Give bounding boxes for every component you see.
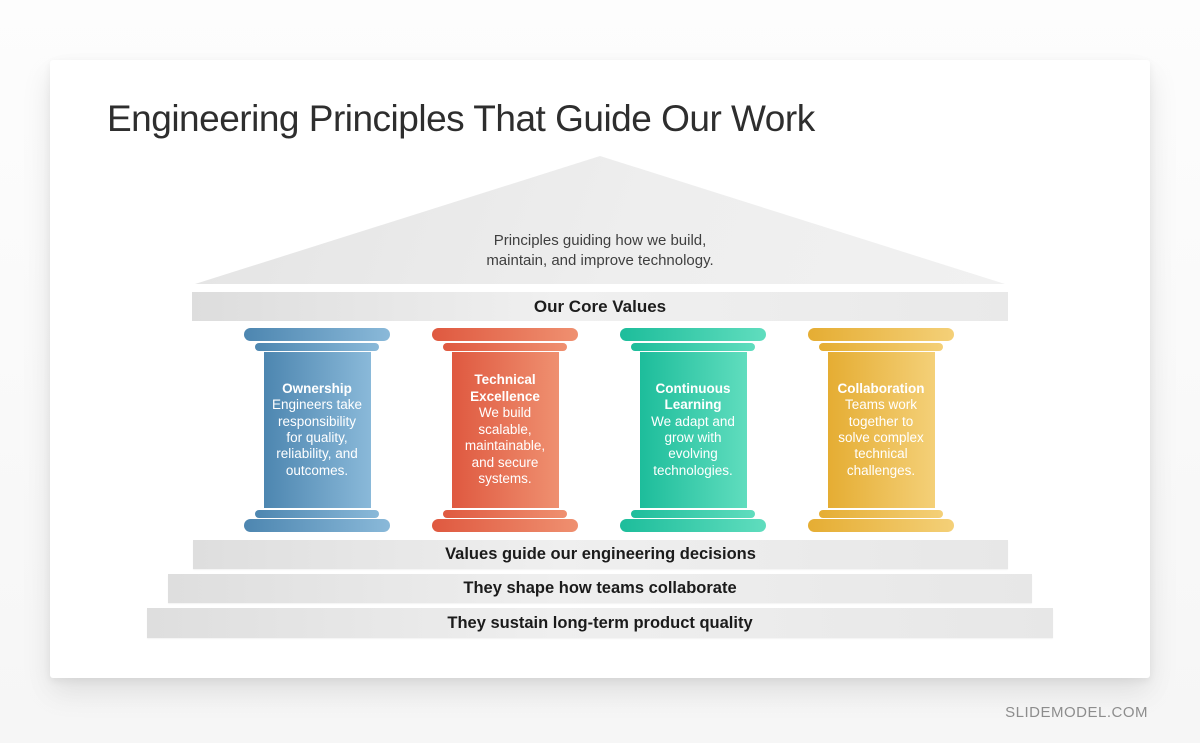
pillar-capital-mid (819, 343, 943, 351)
pillar-base-mid (631, 510, 755, 518)
pillar-title: Ownership (282, 380, 352, 396)
pillar-description: Teams work together to solve complex tec… (838, 397, 924, 478)
base-step-1: Values guide our engineering decisions (193, 540, 1008, 569)
pillar-capital-mid (255, 343, 379, 351)
pillar-title: Continuous Learning (655, 380, 731, 413)
base-step-2: They shape how teams collaborate (168, 574, 1032, 603)
pillar-description: We build scalable, maintainable, and sec… (464, 405, 546, 487)
pillar-capital-top (808, 328, 954, 341)
pillar-capital-mid (443, 343, 567, 351)
pillar-title: Technical Excellence (470, 372, 540, 404)
base-step-label: They shape how teams collaborate (463, 579, 737, 597)
pillar-base-bottom (432, 519, 578, 532)
pillar-shaft: Technical Excellence We build scalable, … (451, 352, 559, 508)
pillar-technical-excellence: Technical Excellence We build scalable, … (432, 328, 578, 532)
pillar-base-bottom (808, 519, 954, 532)
pillar-base-mid (819, 510, 943, 518)
pillar-continuous-learning: Continuous Learning We adapt and grow wi… (620, 328, 766, 532)
slide-card: Engineering Principles That Guide Our Wo… (50, 60, 1150, 678)
pillar-base-mid (255, 510, 379, 518)
pediment-triangle: Principles guiding how we build, maintai… (195, 156, 1005, 284)
pillar-capital-mid (631, 343, 755, 351)
pillar-collaboration: Collaboration Teams work together to sol… (808, 328, 954, 532)
architrave-bar: Our Core Values (192, 292, 1008, 321)
pillar-description: We adapt and grow with evolving technolo… (651, 413, 735, 478)
pillar-capital-top (432, 328, 578, 341)
slide-title: Engineering Principles That Guide Our Wo… (107, 98, 815, 139)
pillar-base-bottom (244, 519, 390, 532)
pillar-shaft: Ownership Engineers take responsibility … (263, 352, 371, 508)
pillar-shaft: Continuous Learning We adapt and grow wi… (639, 352, 747, 508)
pillar-title: Collaboration (837, 380, 925, 396)
watermark-text: SLIDEMODEL.COM (1005, 704, 1148, 721)
base-step-label: Values guide our engineering decisions (445, 545, 756, 563)
pillar-description: Engineers take responsibility for qualit… (271, 397, 363, 478)
pillar-capital-top (244, 328, 390, 341)
pillar-ownership: Ownership Engineers take responsibility … (244, 328, 390, 532)
pillar-shaft: Collaboration Teams work together to sol… (827, 352, 935, 508)
base-step-label: They sustain long-term product quality (447, 613, 753, 632)
base-step-3: They sustain long-term product quality (147, 608, 1053, 638)
pillar-base-bottom (620, 519, 766, 532)
pillar-base-mid (443, 510, 567, 518)
pediment-text: Principles guiding how we build, maintai… (486, 232, 714, 269)
architrave-label: Our Core Values (533, 296, 667, 316)
pillar-capital-top (620, 328, 766, 341)
